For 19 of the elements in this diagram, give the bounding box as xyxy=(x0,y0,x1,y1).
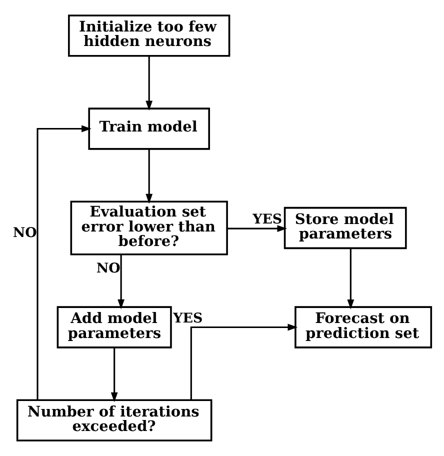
arrow xyxy=(227,225,288,232)
node-box: Store model parameters xyxy=(284,206,407,250)
edge-label: NO xyxy=(12,224,37,241)
arrow xyxy=(110,347,118,402)
node-box: Add model parameters xyxy=(56,306,172,348)
edge-label: NO xyxy=(96,260,120,276)
node-box: Forecast on prediction set xyxy=(294,306,432,348)
arrow xyxy=(118,254,125,310)
arrow xyxy=(146,149,153,204)
arrow xyxy=(146,56,153,111)
edge-label: YES xyxy=(173,310,203,326)
arrow xyxy=(347,248,354,310)
node-box: Initialize too few hidden neurons xyxy=(68,14,230,57)
arrow xyxy=(36,125,92,400)
node-box: Train model xyxy=(88,108,210,150)
edge-label: YES xyxy=(252,212,282,228)
node-box: Number of iterations exceeded? xyxy=(16,399,212,442)
node-box: Evaluation set error lower than before? xyxy=(70,200,228,256)
arrow xyxy=(190,324,298,400)
